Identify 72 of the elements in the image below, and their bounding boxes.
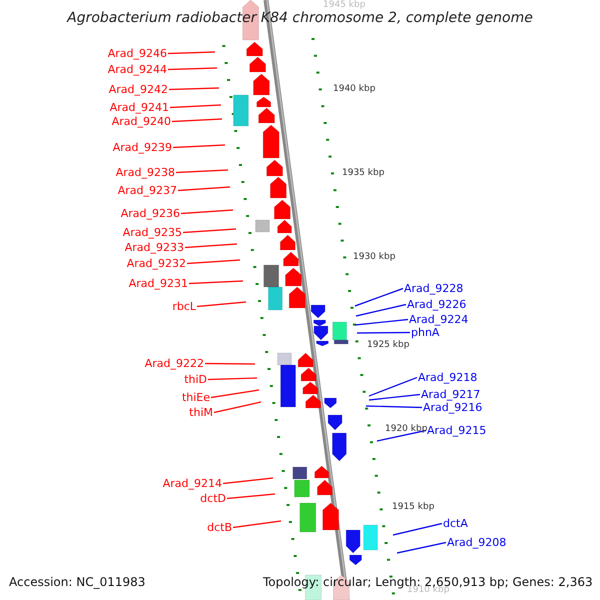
leader-line — [168, 67, 218, 70]
leader-line — [392, 522, 442, 536]
scale-label: 1935 kbp — [342, 169, 384, 178]
leader-line — [356, 304, 406, 317]
gene-label: Arad_9242 — [108, 84, 168, 95]
scale-label: 1945 kbp — [323, 1, 366, 10]
leader-line — [172, 118, 222, 122]
gene-label: Arad_9217 — [421, 389, 480, 400]
gene-label: Arad_9224 — [409, 314, 468, 325]
leader-line — [357, 332, 410, 334]
gene-label: Arad_9235 — [122, 227, 182, 238]
gene-label: Arad_9237 — [118, 185, 177, 196]
leader-line — [168, 87, 220, 90]
scale-label: 1940 kbp — [333, 85, 376, 94]
gene-label: Arad_9244 — [108, 64, 167, 75]
leader-line — [184, 243, 238, 248]
scale-label: 1910 kbp — [407, 586, 450, 595]
leader-line — [210, 389, 260, 398]
leader-line — [176, 169, 228, 174]
gene-label: thiEe — [182, 392, 210, 403]
gene-label: Arad_9240 — [112, 116, 171, 127]
gene-label: Arad_9233 — [124, 242, 184, 253]
gene-label: Arad_9238 — [116, 167, 175, 178]
gene-label: thiM — [189, 407, 213, 418]
gene-label: Arad_9216 — [423, 402, 482, 413]
gene-label: Arad_9228 — [404, 283, 464, 294]
leader-line — [180, 209, 234, 214]
scale-label: 1925 kbp — [367, 341, 410, 350]
leader-line — [354, 318, 408, 326]
leader-line — [214, 401, 262, 414]
leader-line — [188, 280, 244, 284]
gene-label: thiD — [184, 374, 207, 385]
gene-label: Arad_9241 — [110, 102, 169, 113]
leader-line — [354, 288, 404, 307]
gene-label: dctB — [207, 522, 232, 533]
gene-label: Arad_9218 — [418, 372, 478, 383]
gene-label: Arad_9208 — [447, 537, 506, 548]
gene-label: Arad_9215 — [427, 425, 486, 436]
gene-label: Arad_9236 — [120, 208, 180, 219]
gene-label: phnA — [411, 327, 440, 338]
leader-line — [172, 144, 226, 148]
leader-line — [232, 520, 282, 528]
leader-line — [196, 301, 246, 308]
gene-label: Arad_9246 — [108, 48, 167, 59]
leader-line — [396, 542, 446, 554]
leader-line — [208, 377, 258, 380]
leader-line — [366, 405, 422, 408]
leader-line — [376, 430, 426, 442]
leader-line — [226, 493, 276, 500]
gene-label: dctD — [200, 493, 226, 504]
gene-label: Arad_9232 — [126, 258, 186, 269]
gene-label: Arad_9231 — [128, 278, 188, 289]
scale-label: 1915 kbp — [392, 503, 434, 512]
scale-label: 1920 kbp — [385, 425, 428, 434]
leader-line — [368, 376, 418, 397]
leader-line — [170, 104, 222, 108]
scale-label: 1930 kbp — [353, 253, 396, 262]
leader-line — [186, 259, 240, 264]
accession-text: Accession: NC_011983 — [9, 576, 146, 588]
gene-label: Arad_9214 — [162, 478, 222, 489]
leader-line — [368, 394, 420, 401]
leader-line — [182, 228, 236, 234]
leader-line — [168, 51, 216, 54]
gene-label: Arad_9222 — [144, 358, 204, 369]
gene-label: Arad_9226 — [407, 299, 466, 310]
leader-line — [178, 186, 230, 192]
leader-line — [205, 362, 255, 365]
gene-label: dctA — [443, 518, 468, 529]
title: Agrobacterium radiobacter K84 chromosome 2, complete genome — [66, 11, 534, 25]
gene-label: rbcL — [172, 301, 196, 312]
gene-label: Arad_9239 — [112, 142, 172, 153]
leader-line — [222, 477, 274, 484]
